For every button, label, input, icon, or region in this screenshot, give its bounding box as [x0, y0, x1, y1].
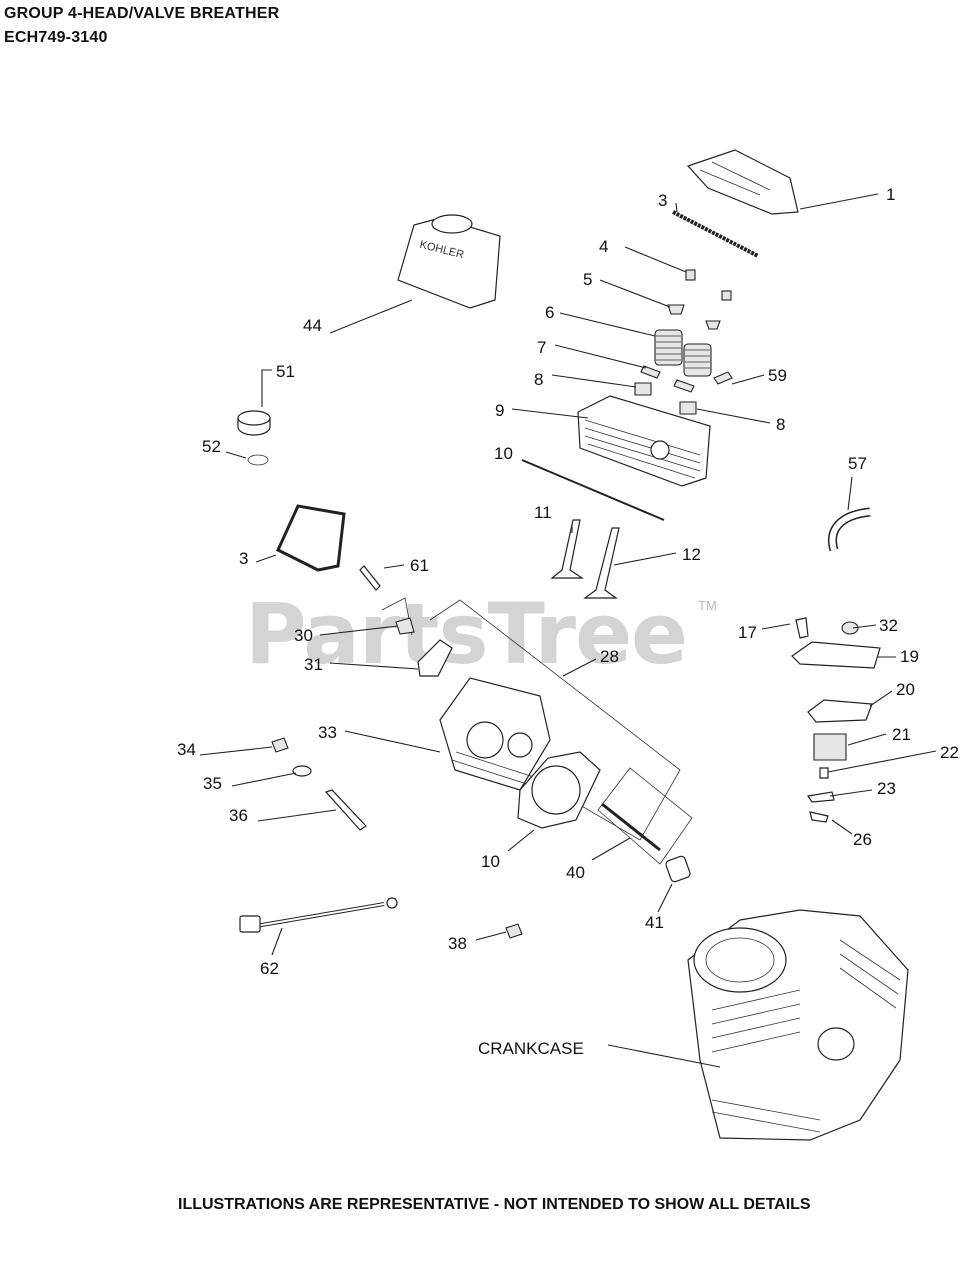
callout-labels: 1 3 4 5 6 7 8 59 9 8 10 57 44 51 52 3 61… — [177, 185, 959, 1058]
part-oil-cap[interactable] — [237, 410, 271, 466]
callout-34[interactable]: 34 — [177, 740, 196, 759]
watermark-trademark: TM — [698, 598, 717, 613]
part-head-gasket[interactable] — [517, 751, 601, 829]
callout-22[interactable]: 22 — [940, 743, 959, 762]
part-valve-cover[interactable] — [686, 149, 799, 215]
callout-10-upper[interactable]: 10 — [494, 444, 513, 463]
callout-8-upper[interactable]: 8 — [534, 370, 543, 389]
part-valve-components[interactable] — [634, 269, 733, 415]
part-bracket-30-31[interactable] — [395, 617, 453, 677]
callout-26[interactable]: 26 — [853, 830, 872, 849]
callout-11[interactable]: 11 — [534, 503, 552, 522]
callout-52[interactable]: 52 — [202, 437, 221, 456]
disclaimer-footer: ILLUSTRATIONS ARE REPRESENTATIVE - NOT I… — [178, 1196, 811, 1213]
part-bolt-61[interactable] — [359, 565, 381, 591]
callout-33[interactable]: 33 — [318, 723, 337, 742]
part-pushrod[interactable] — [601, 802, 661, 852]
part-valves[interactable] — [550, 519, 620, 599]
callout-30[interactable]: 30 — [294, 626, 313, 645]
callout-21[interactable]: 21 — [892, 725, 911, 744]
callout-28[interactable]: 28 — [600, 647, 619, 666]
callout-62[interactable]: 62 — [260, 959, 279, 978]
callout-17[interactable]: 17 — [738, 623, 757, 642]
callout-44[interactable]: 44 — [303, 316, 322, 335]
diagram-title: GROUP 4-HEAD/VALVE BREATHER — [4, 5, 280, 22]
callout-32[interactable]: 32 — [879, 616, 898, 635]
callout-41[interactable]: 41 — [645, 913, 664, 932]
part-sensor-harness[interactable] — [239, 897, 398, 933]
part-breather-assembly[interactable] — [791, 617, 881, 823]
part-breather-tube[interactable] — [828, 507, 871, 552]
callout-10-lower[interactable]: 10 — [481, 852, 500, 871]
callout-31[interactable]: 31 — [304, 655, 323, 674]
callout-23[interactable]: 23 — [877, 779, 896, 798]
callout-3-strip[interactable]: 3 — [658, 191, 667, 210]
part-nut-washer-stud[interactable] — [271, 737, 367, 831]
callout-6[interactable]: 6 — [545, 303, 554, 322]
callout-38[interactable]: 38 — [448, 934, 467, 953]
callout-9[interactable]: 9 — [495, 401, 504, 420]
part-cover-gasket[interactable] — [276, 504, 346, 572]
callout-59[interactable]: 59 — [768, 366, 787, 385]
callout-8-lower[interactable]: 8 — [776, 415, 785, 434]
callout-3-gasket[interactable]: 3 — [239, 549, 248, 568]
part-tappet[interactable] — [665, 855, 691, 883]
watermark-logo: PartsTree — [245, 585, 688, 683]
part-cylinder-head-upper[interactable] — [577, 395, 711, 487]
callout-7[interactable]: 7 — [537, 338, 546, 357]
callout-35[interactable]: 35 — [203, 774, 222, 793]
callout-12[interactable]: 12 — [682, 545, 701, 564]
callout-5[interactable]: 5 — [583, 270, 592, 289]
callout-61[interactable]: 61 — [410, 556, 429, 575]
callout-1[interactable]: 1 — [886, 185, 895, 204]
callout-leader-lines — [199, 193, 937, 1068]
part-cylinder-head[interactable] — [439, 677, 551, 791]
part-valve-cover-large[interactable]: KOHLER — [397, 214, 501, 309]
callout-40[interactable]: 40 — [566, 863, 585, 882]
callout-36[interactable]: 36 — [229, 806, 248, 825]
part-clip-38[interactable] — [505, 923, 523, 939]
model-number: ECH749-3140 — [4, 29, 108, 46]
callout-crankcase[interactable]: CRANKCASE — [478, 1039, 584, 1058]
part-head-gasket-thin[interactable] — [521, 459, 665, 521]
callout-20[interactable]: 20 — [896, 680, 915, 699]
callout-19[interactable]: 19 — [900, 647, 919, 666]
callout-51[interactable]: 51 — [276, 362, 295, 381]
part-crankcase[interactable] — [687, 909, 909, 1141]
callout-57[interactable]: 57 — [848, 454, 867, 473]
callout-4[interactable]: 4 — [599, 237, 608, 256]
part-gasket-strip[interactable] — [672, 210, 759, 258]
